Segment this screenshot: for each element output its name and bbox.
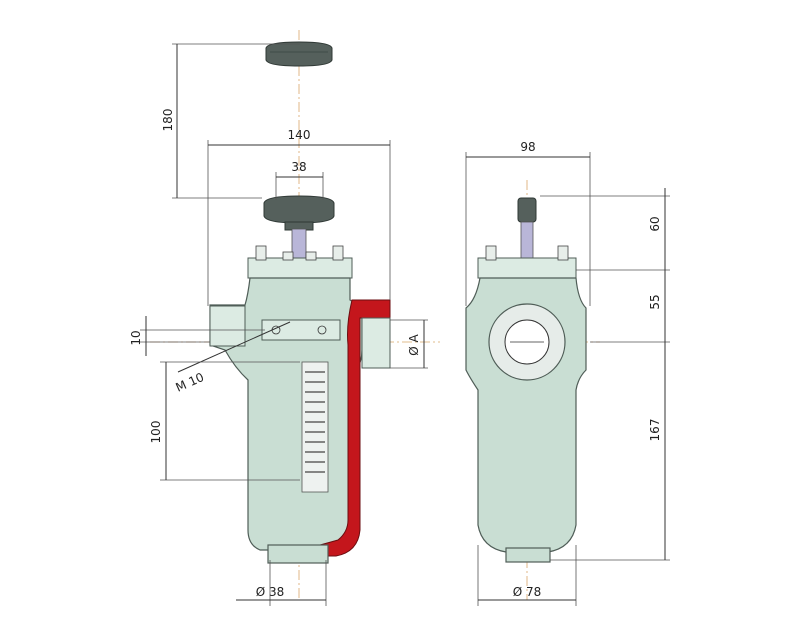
bolt-center-right (305, 251, 317, 261)
side-view: 98 60 55 167 Ø 78 (465, 140, 670, 606)
dim-width-front: 140 (288, 128, 311, 142)
dim-diameter-bottom: Ø 78 (513, 585, 542, 599)
dim-width-side: 98 (520, 140, 535, 154)
dim-thread: M 10 (174, 370, 207, 395)
dim-port: Ø A (407, 333, 421, 355)
inlet-port (209, 305, 246, 347)
dim-width-handle: 38 (291, 160, 306, 174)
inner-plate (261, 319, 341, 341)
bolt-left (255, 245, 267, 261)
dim-height-body: 167 (648, 419, 662, 442)
dim-height-handle: 180 (161, 109, 175, 132)
side-bolt-right (557, 245, 569, 261)
side-bottom-spigot (505, 547, 551, 563)
dim-height-mid: 55 (648, 294, 662, 309)
raised-handle-knob (265, 41, 333, 67)
top-flange (247, 257, 353, 279)
handle-knob (263, 195, 335, 231)
outlet-port (361, 317, 391, 369)
side-stem (520, 221, 534, 259)
bolt-center-left (282, 251, 294, 261)
filter-mesh (305, 371, 325, 473)
front-view: 180 140 38 10 M 10 100 Ø 38 Ø A (129, 30, 440, 606)
hole-right (317, 325, 327, 335)
side-knob (517, 197, 537, 223)
bolt-right (332, 245, 344, 261)
dim-height-lower: 100 (149, 421, 163, 444)
filter-element (301, 361, 329, 493)
side-bolt-left (485, 245, 497, 261)
side-top-flange (477, 257, 577, 279)
dim-diameter-outlet: Ø 38 (256, 585, 285, 599)
dim-offset: 10 (129, 330, 143, 345)
dim-height-top: 60 (648, 216, 662, 231)
bottom-spigot (267, 544, 329, 564)
